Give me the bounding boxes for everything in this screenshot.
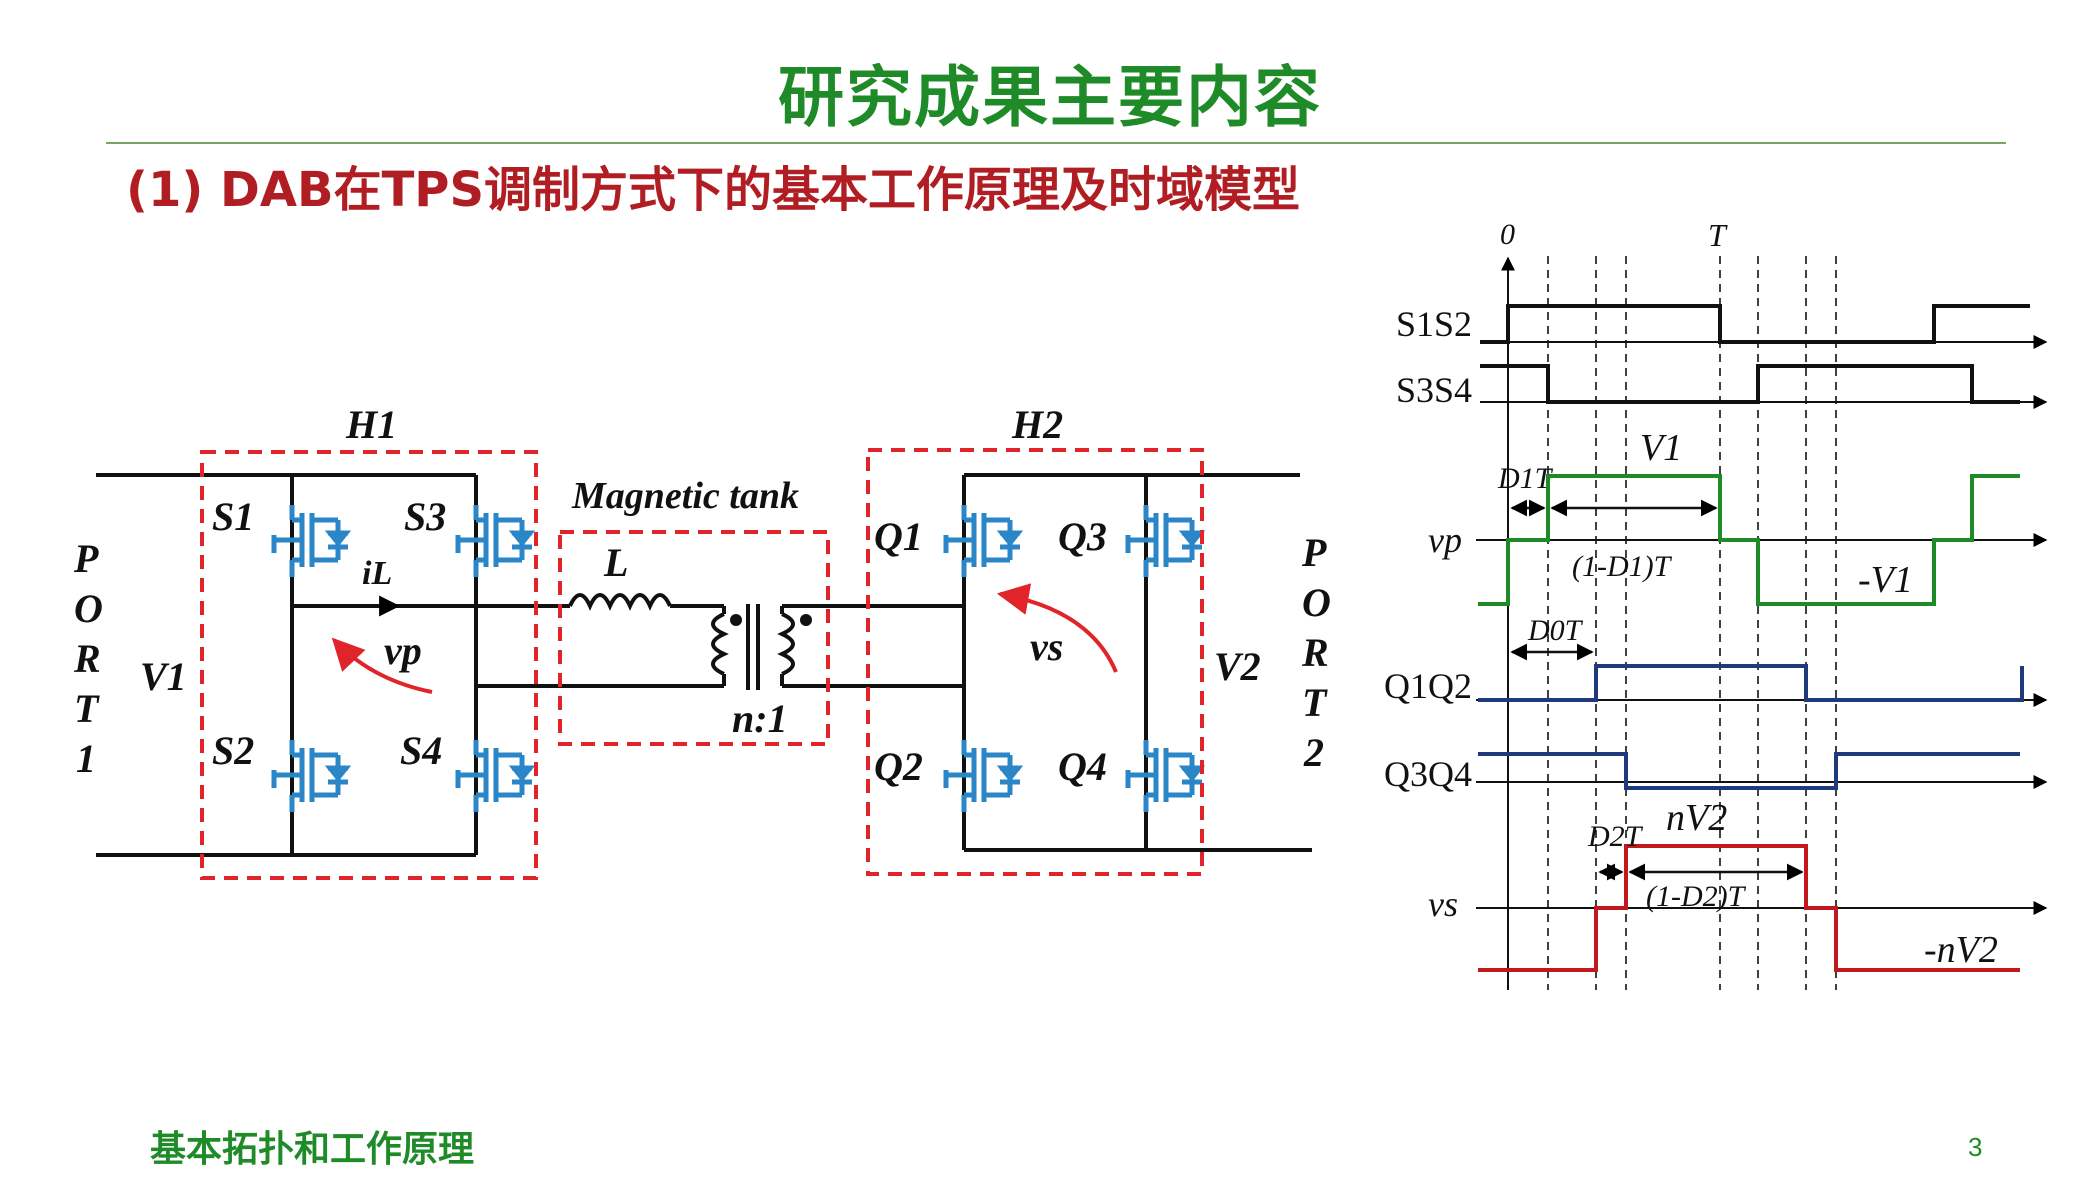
slide-subtitle: (1) DAB在TPS调制方式下的基本工作原理及时域模型 <box>126 162 1301 218</box>
magnetic-tank-box <box>558 530 830 746</box>
il-label: iL <box>362 555 392 592</box>
switch-q1-symbol <box>943 505 1024 577</box>
port1-letter-o: O <box>74 586 103 631</box>
s3-label: S3 <box>404 494 446 539</box>
s1s2-row-label: S1S2 <box>1396 304 1472 344</box>
ratio-label: n:1 <box>732 696 788 741</box>
tT-label: T <box>1708 217 1728 253</box>
port1-letter-t: T <box>74 686 100 731</box>
q2-label: Q2 <box>874 744 923 789</box>
switch-q4-symbol <box>1125 740 1206 812</box>
h1-label: H1 <box>345 402 397 447</box>
waveform-panel: 0 T S1S2 S3S4 vp Q1Q2 Q3Q4 vs V1 -V1 D1T… <box>1384 217 2048 990</box>
h1-box <box>200 450 538 880</box>
q3q4-row-label: Q3Q4 <box>1384 754 1472 794</box>
switches <box>271 505 1206 812</box>
q4-label: Q4 <box>1058 744 1107 789</box>
port2-letter-t: T <box>1302 680 1328 725</box>
port1-letter-1: 1 <box>76 736 96 781</box>
port1-letter-p: P <box>73 536 99 581</box>
magnetic-tank-label: Magnetic tank <box>571 475 799 517</box>
q1-label: Q1 <box>874 514 923 559</box>
d0t-label: D0T <box>1527 614 1584 647</box>
s4-label: S4 <box>400 728 442 773</box>
port1-letter-r: R <box>73 636 101 681</box>
port2-letter-p: P <box>1301 530 1327 575</box>
one-minus-d1-label: (1-D1)T <box>1572 550 1673 583</box>
vs-wave <box>1478 844 2020 972</box>
vs-row-label: vs <box>1428 884 1458 924</box>
vs-high-label: nV2 <box>1666 797 1727 839</box>
q1q2-row-label: Q1Q2 <box>1384 666 1472 706</box>
inductor-label: L <box>603 540 628 585</box>
s3s4-wave <box>1480 364 2020 404</box>
switch-s2-symbol <box>271 740 352 812</box>
vs-label: vs <box>1030 624 1063 669</box>
switch-s4-symbol <box>455 740 536 812</box>
s3s4-row-label: S3S4 <box>1396 370 1472 410</box>
vs-arrow <box>996 583 1118 673</box>
slide-title: 研究成果主要内容 <box>778 59 1322 136</box>
d1t-label: D1T <box>1497 462 1554 495</box>
q3-label: Q3 <box>1058 514 1107 559</box>
vp-arrow <box>331 637 433 694</box>
h2-label: H2 <box>1011 402 1063 447</box>
v1-label: V1 <box>140 654 187 699</box>
q1q2-wave <box>1478 664 2024 702</box>
t0-label: 0 <box>1500 218 1515 251</box>
vp-high-label: V1 <box>1640 427 1682 469</box>
footer-caption: 基本拓扑和工作原理 <box>150 1129 475 1170</box>
dot-secondary <box>800 614 812 626</box>
vp-wave <box>1478 474 2020 606</box>
switch-q3-symbol <box>1125 505 1206 577</box>
port2-letter-2: 2 <box>1303 730 1324 775</box>
one-minus-d2-label: (1-D2)T <box>1646 880 1747 913</box>
port2-letter-r: R <box>1301 630 1329 675</box>
d2t-label: D2T <box>1587 820 1644 853</box>
h2-box <box>866 448 1204 876</box>
s1s2-wave <box>1480 304 2030 344</box>
switch-s1-symbol <box>271 505 352 577</box>
s2-label: S2 <box>212 728 254 773</box>
dot-primary <box>730 614 742 626</box>
page-number: 3 <box>1968 1132 1983 1162</box>
vp-label: vp <box>384 628 422 673</box>
switch-q2-symbol <box>943 740 1024 812</box>
vs-low-label: -nV2 <box>1924 929 1998 971</box>
s1-label: S1 <box>212 494 254 539</box>
port2-letter-o: O <box>1302 580 1331 625</box>
vp-row-label: vp <box>1428 520 1462 560</box>
q3q4-wave <box>1478 752 2020 790</box>
switch-s3-symbol <box>455 505 536 577</box>
title-divider <box>106 142 2006 144</box>
v2-label: V2 <box>1214 644 1261 689</box>
vp-low-label: -V1 <box>1858 559 1913 601</box>
